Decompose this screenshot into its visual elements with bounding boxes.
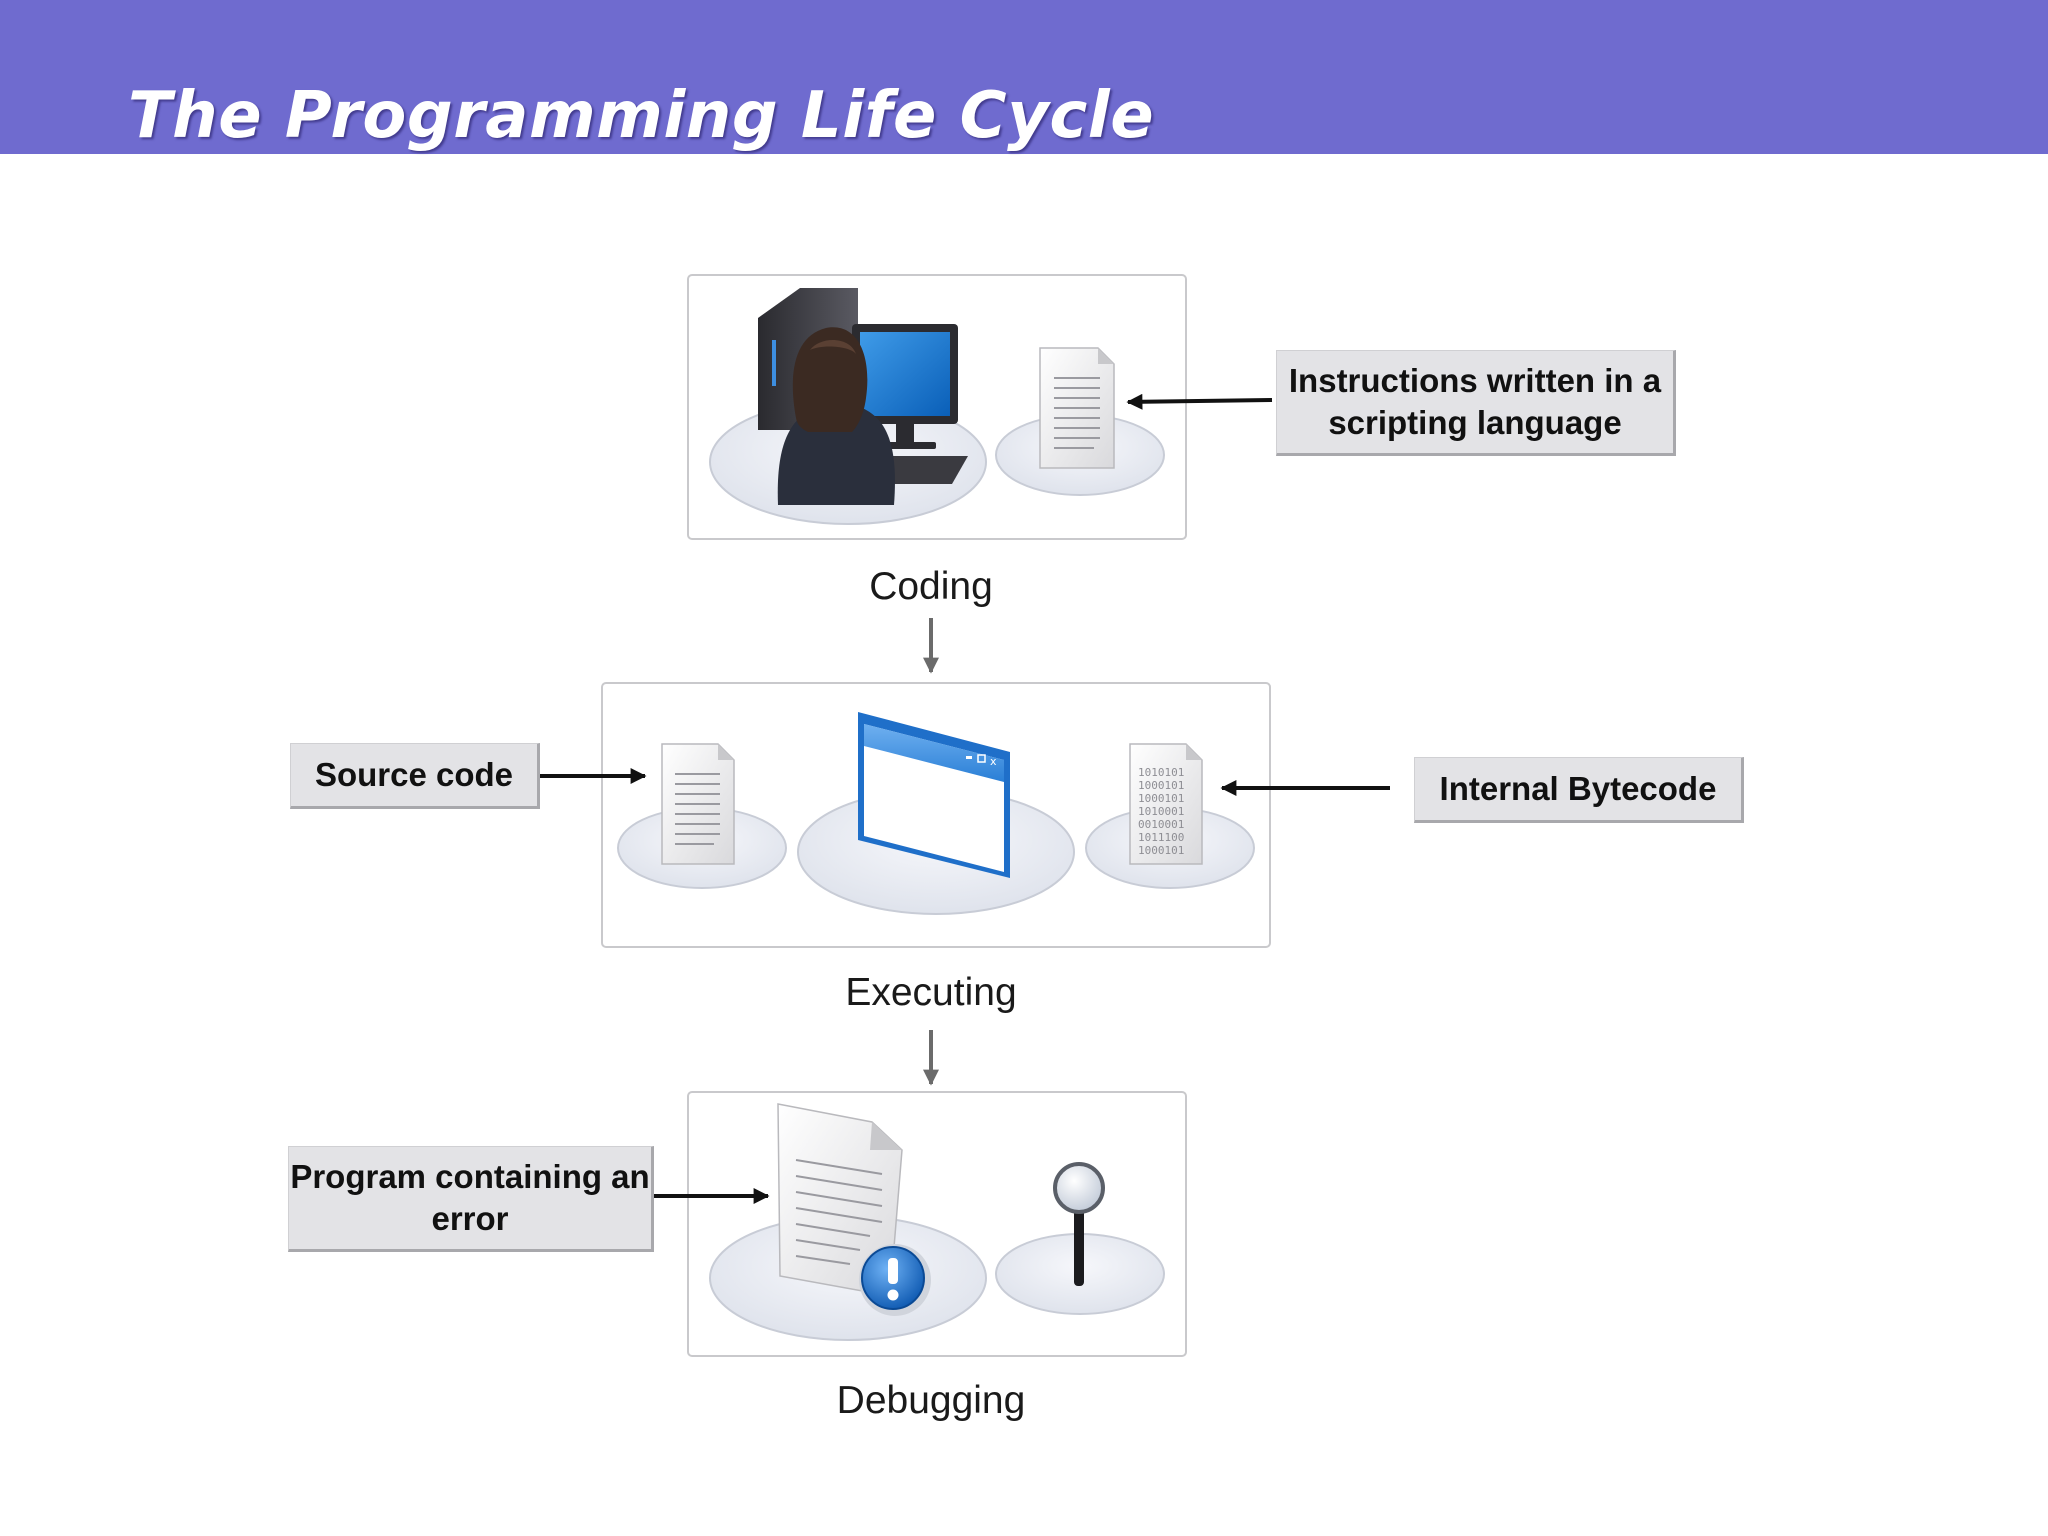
debugging-panel <box>687 1091 1187 1357</box>
svg-text:x: x <box>990 755 997 768</box>
bytecode-line: 1010101 <box>1138 766 1184 779</box>
callout-program-error: Program containing an error <box>288 1146 654 1252</box>
stage-label-coding: Coding <box>869 565 993 608</box>
source-document-icon <box>661 743 735 865</box>
bytecode-line: 1011100 <box>1138 831 1184 844</box>
callout-source-code: Source code <box>290 743 540 809</box>
bytecode-line: 1000101 <box>1138 779 1184 792</box>
bytecode-line: 1010001 <box>1138 805 1184 818</box>
stage-label-executing: Executing <box>845 971 1017 1014</box>
callout-internal-bytecode: Internal Bytecode <box>1414 757 1744 823</box>
magnifying-glass-icon <box>1053 1162 1105 1286</box>
script-document-icon <box>1039 347 1115 469</box>
bytecode-document-icon: 1010101100010110001011010001001000110111… <box>1129 743 1203 865</box>
slide-title: The Programming Life Cycle <box>128 79 1155 153</box>
bytecode-line: 0010001 <box>1138 818 1184 831</box>
arrow-instructions <box>1126 393 1273 410</box>
bytecode-line: 1000101 <box>1138 844 1184 857</box>
callout-instructions: Instructions written in a scripting lang… <box>1276 350 1676 456</box>
stage-label-debugging: Debugging <box>836 1379 1026 1422</box>
title-bar: The Programming Life Cycle <box>0 0 2048 154</box>
error-document-icon <box>777 1103 931 1316</box>
programmer-at-computer-icon <box>758 288 968 505</box>
application-window-icon: x <box>858 712 1010 878</box>
bytecode-line: 1000101 <box>1138 792 1184 805</box>
